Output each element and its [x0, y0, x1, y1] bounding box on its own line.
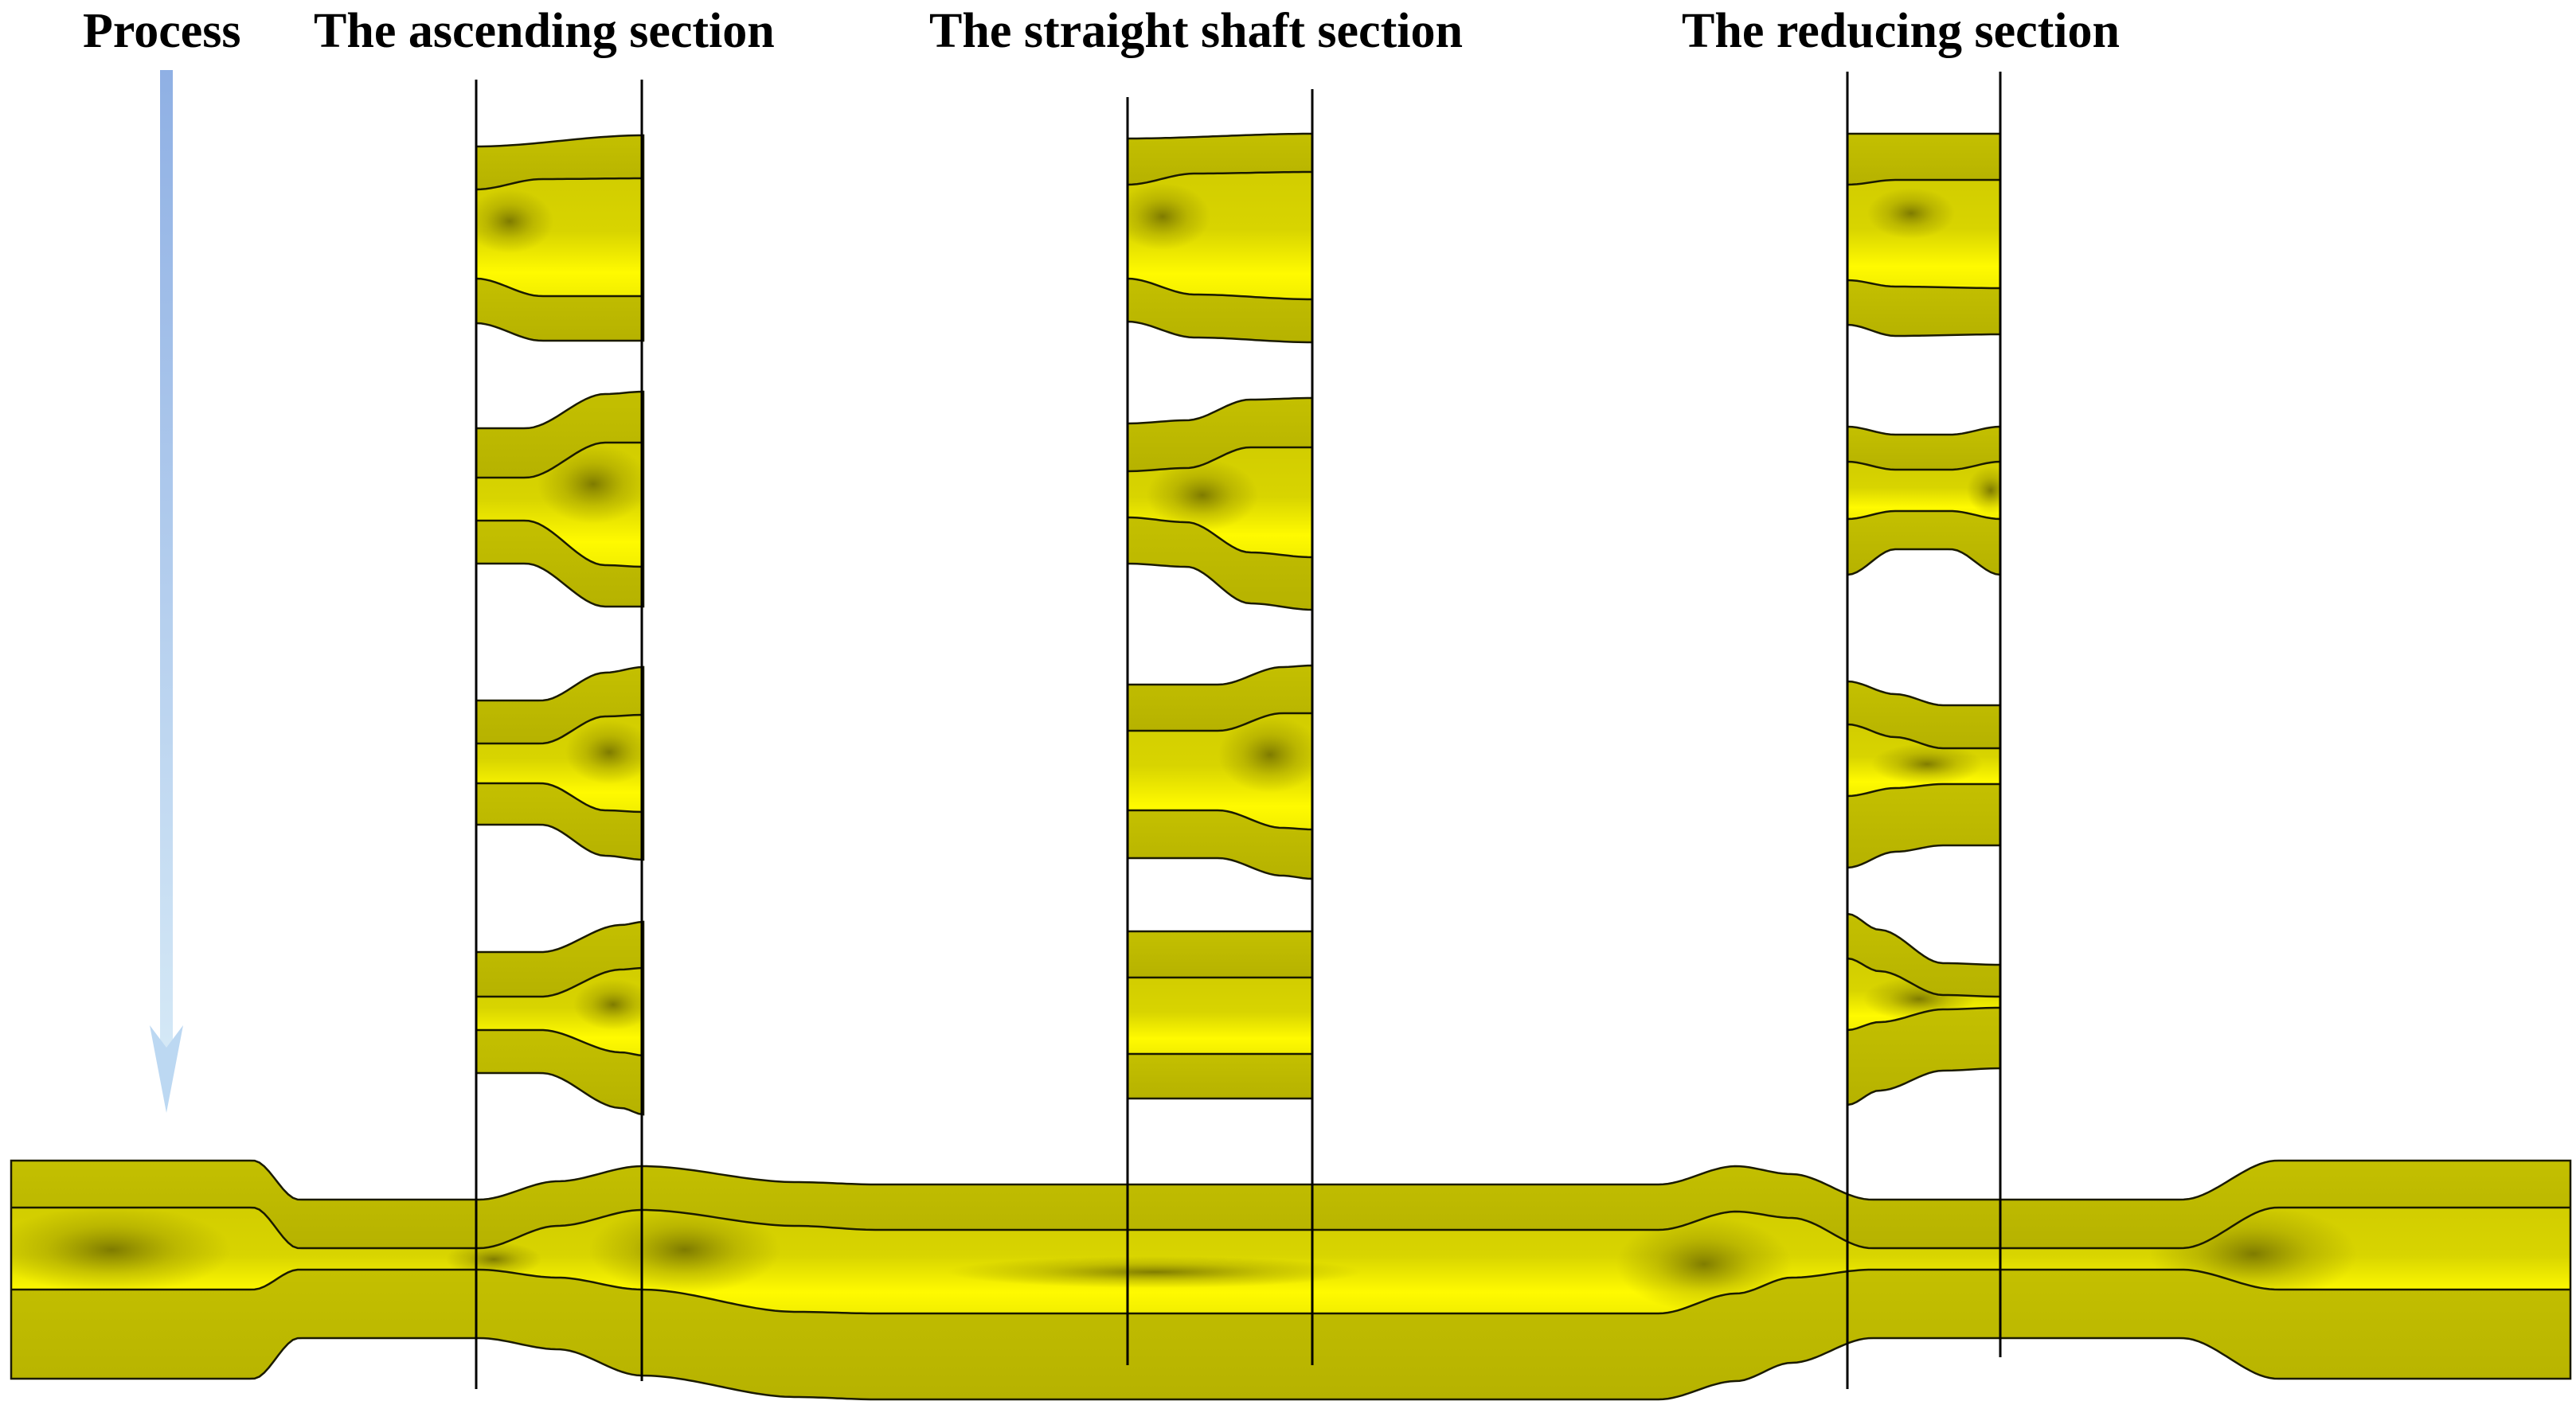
- ascending-section-label: The ascending section: [314, 4, 775, 58]
- straight-stage-1: [1126, 132, 1314, 344]
- ascending-stage-2: [475, 390, 645, 608]
- straight-stage-3: [1126, 664, 1314, 880]
- reducing-section-label: The reducing section: [1682, 4, 2120, 58]
- straight-stage-2: [1126, 396, 1314, 611]
- section-cut-lines: [475, 72, 2002, 1389]
- main-tube-profile: [10, 1159, 2572, 1401]
- straight-stage-4: [1126, 930, 1314, 1100]
- reducing-stage-3: [1846, 680, 2002, 869]
- process-arrow: [150, 70, 183, 1113]
- straight-shaft-section-label: The straight shaft section: [929, 4, 1463, 58]
- reducing-stage-4: [1846, 912, 2002, 1106]
- ascending-stage-4: [475, 920, 645, 1116]
- reducing-stage-2: [1846, 425, 2002, 576]
- reducing-stage-1: [1846, 132, 2002, 338]
- ascending-stage-3: [475, 665, 645, 861]
- ascending-stage-1: [475, 134, 645, 342]
- process-label: Process: [83, 4, 241, 58]
- tube-layer: [10, 132, 2572, 1401]
